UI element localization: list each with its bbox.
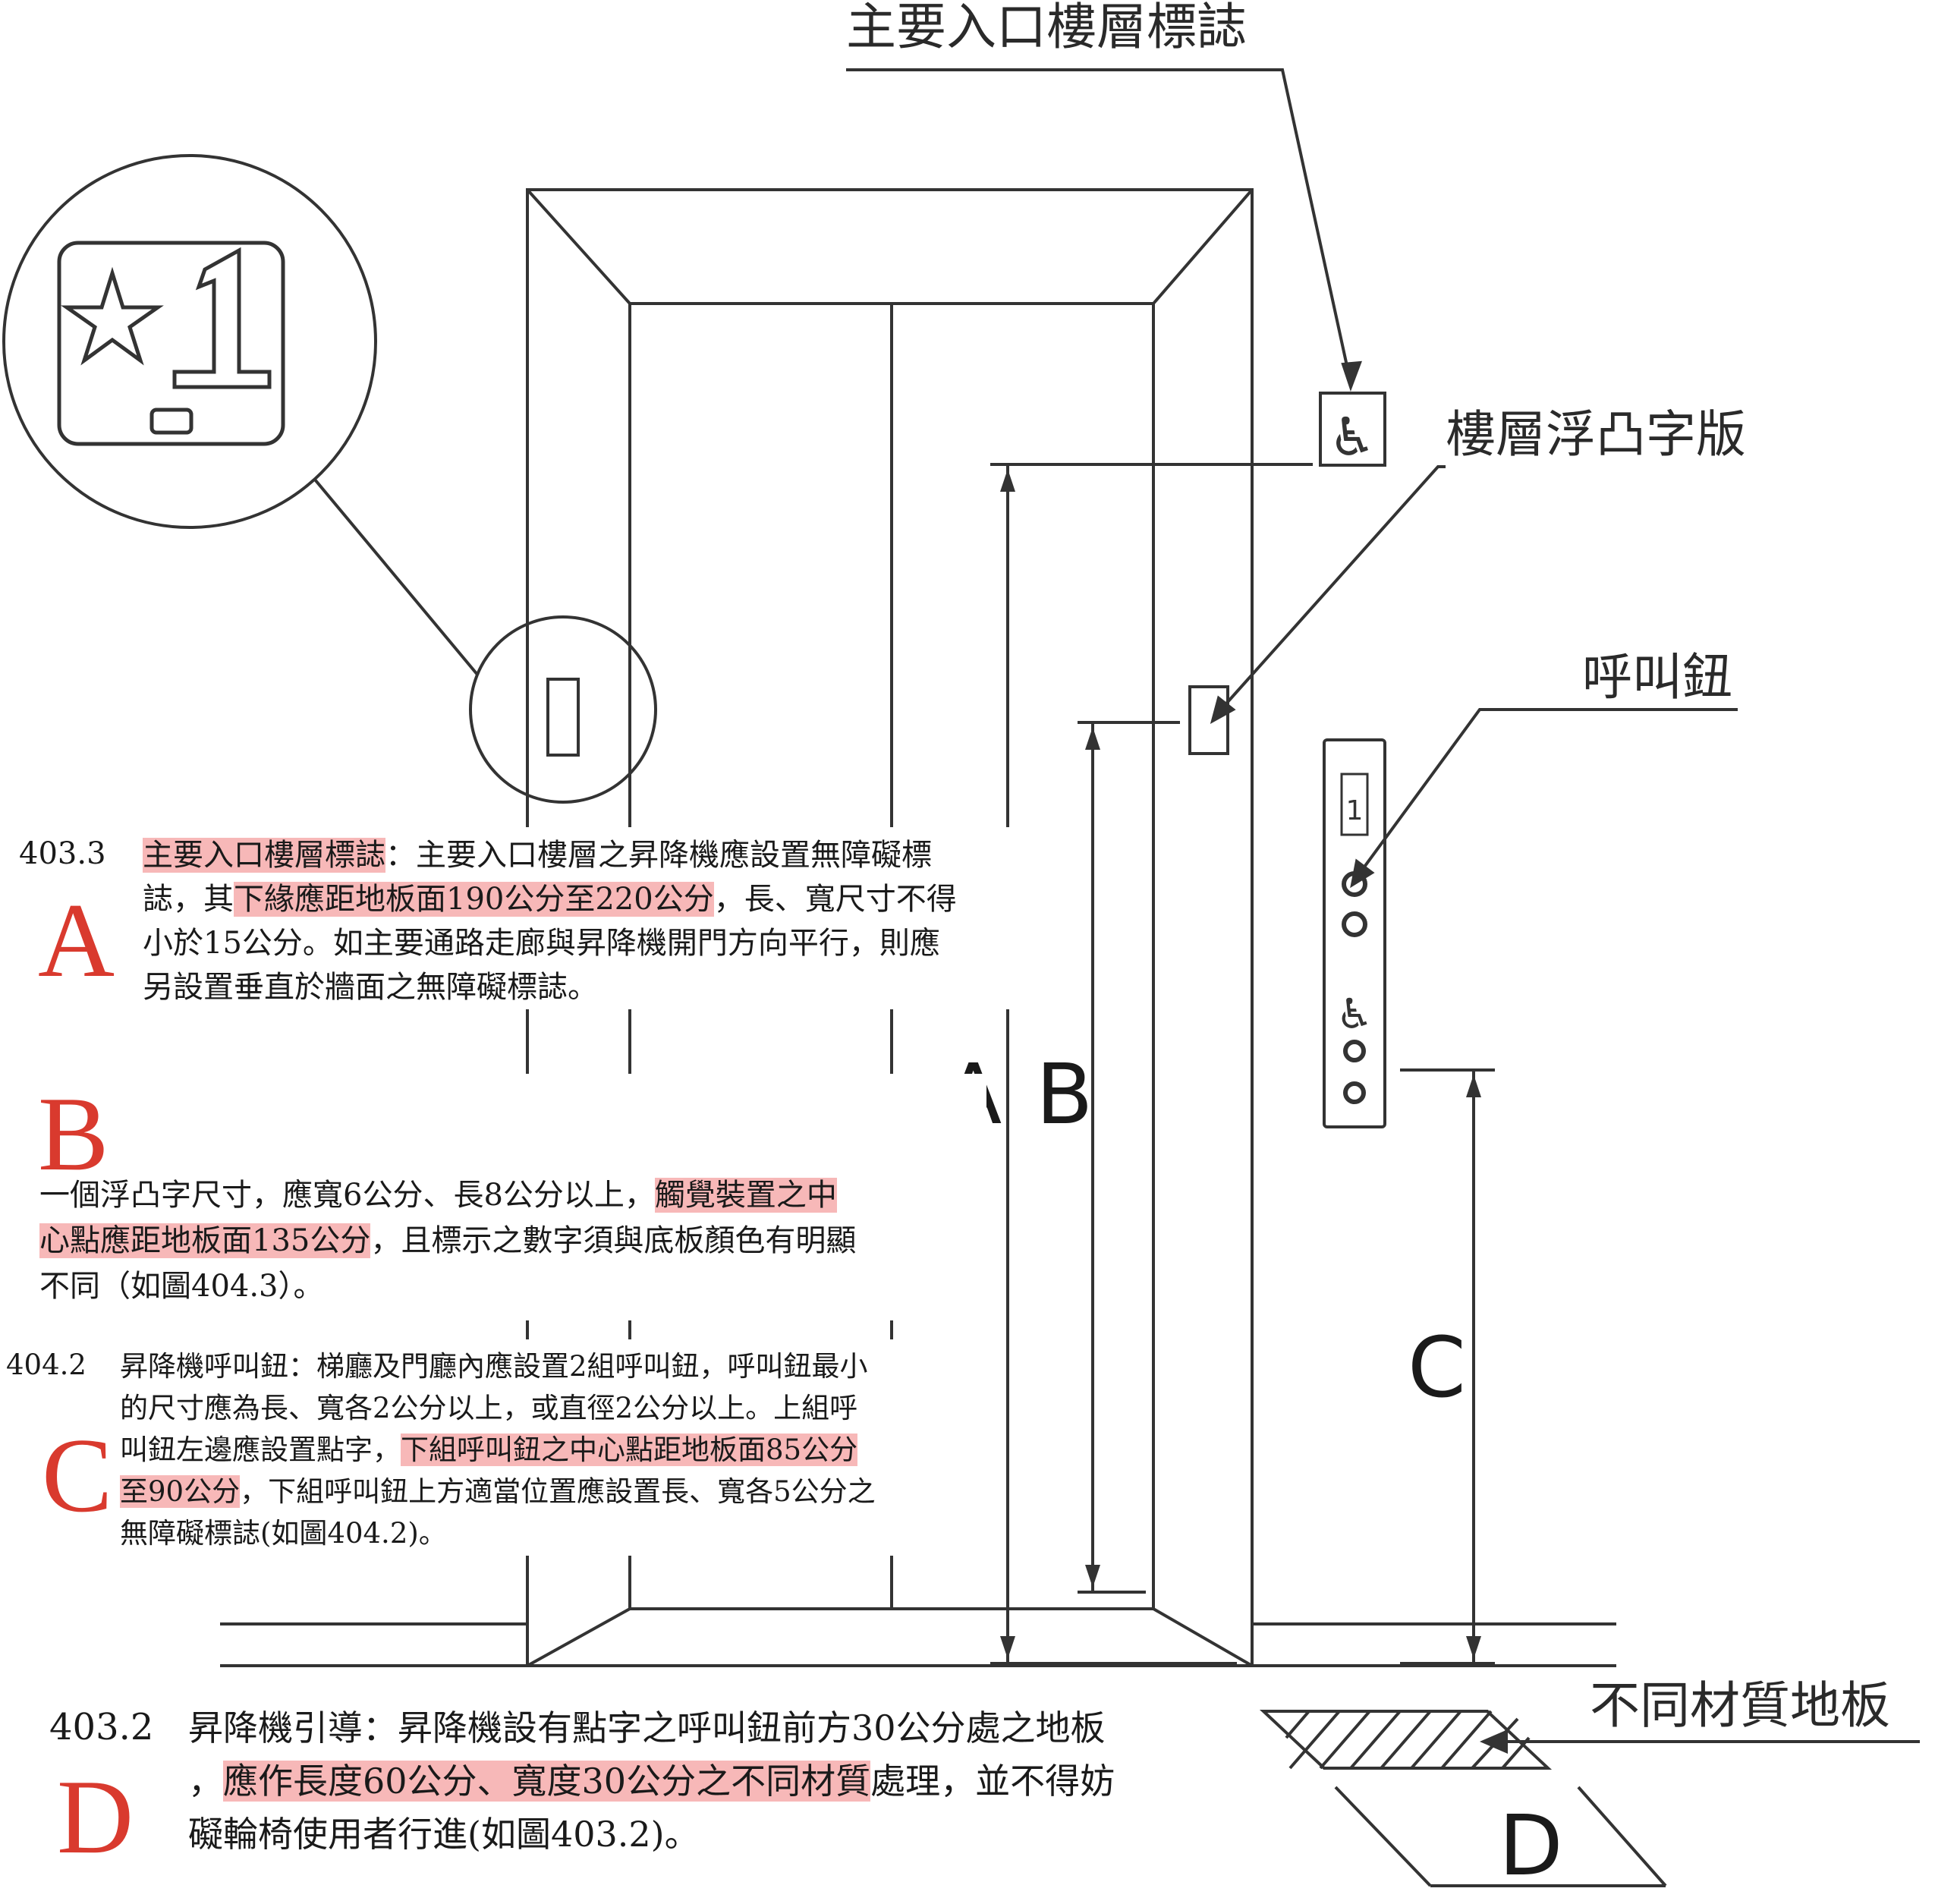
big-letter-c: C [42,1417,113,1534]
dim-letter-c: C [1408,1319,1466,1416]
callout-arrowhead-main-entrance [1341,360,1362,392]
small-sign-rect [546,678,580,757]
highlight-text: 下緣應距地板面190公分至220公分 [234,882,714,917]
section-number-d: 403.2 [49,1706,154,1748]
label-main-entrance-sign: 主要入口樓層標誌 [846,0,1247,56]
callout-line-main-entrance [846,68,1352,384]
section-number-c: 404.2 [6,1349,87,1381]
highlight-text: 觸覺裝置之中 [654,1178,837,1213]
call-button-panel [1323,738,1386,1128]
wheelchair-icon: ♿ [1329,406,1377,468]
dim-letter-d: D [1499,1797,1563,1894]
label-floor-material: 不同材質地板 [1590,1676,1890,1735]
highlight-text: 主要入口樓層標誌 [143,838,385,873]
magnifier-small-circle [469,615,657,804]
dimension-c [1400,1068,1495,1665]
label-call-button: 呼叫鈕 [1582,648,1732,707]
highlight-text: 至90公分 [120,1475,241,1508]
callout-arrowhead-floor-material [1479,1729,1508,1755]
dimension-b [1078,721,1180,1594]
highlight-text: 下組呼叫鈕之中心點距地板面85公分 [401,1434,858,1466]
dim-letter-b: B [1036,1046,1093,1143]
dimension-arrowheads [1000,469,1481,1659]
callout-line-tactile-plate [1213,465,1446,719]
text-block-a: A 403.3 主要入口樓層標誌：主要入口樓層之昇降機應設置無障礙標 誌，其下緣… [15,827,1055,1009]
tactile-plate-rect [1188,685,1229,755]
text-block-b: B 一個浮凸字尺寸，應寬6公分、長8公分以上，觸覺裝置之中 心點應距地板面135… [15,1074,986,1320]
callout-line-call-button [1353,708,1738,882]
text-block-d: D 403.2 昇降機引導：昇降機設有點字之呼叫鈕前方30公分處之地板 ，應作長… [15,1692,1244,1897]
text-block-c: C 404.2 昇降機呼叫鈕：梯廳及門廳內應設置2組呼叫鈕，呼叫鈕最小 的尺寸應… [0,1339,979,1556]
accessible-sign-rect [1319,392,1386,467]
panel-floor-indicator: 1 [1346,795,1364,826]
floor-sign-enlarged [57,241,285,446]
highlight-text: 應作長度60公分、寬度30公分之不同材質 [223,1761,871,1802]
big-letter-d: D [57,1758,134,1876]
section-number-a: 403.3 [19,836,106,871]
callout-arrowhead-tactile-plate [1210,695,1236,725]
label-tactile-plate: 樓層浮凸字版 [1446,405,1746,464]
magnifier-large-circle [2,154,377,529]
big-letter-a: A [38,882,115,999]
magnifier-connector-line [313,478,480,677]
highlight-text: 心點應距地板面135公分 [39,1223,371,1258]
wheelchair-icon: ♿ [1336,990,1373,1038]
floor-lines [220,1622,1616,1667]
dimension-a [990,463,1313,1665]
dimension-d [1334,1786,1667,1887]
big-letter-b: B [38,1075,109,1193]
